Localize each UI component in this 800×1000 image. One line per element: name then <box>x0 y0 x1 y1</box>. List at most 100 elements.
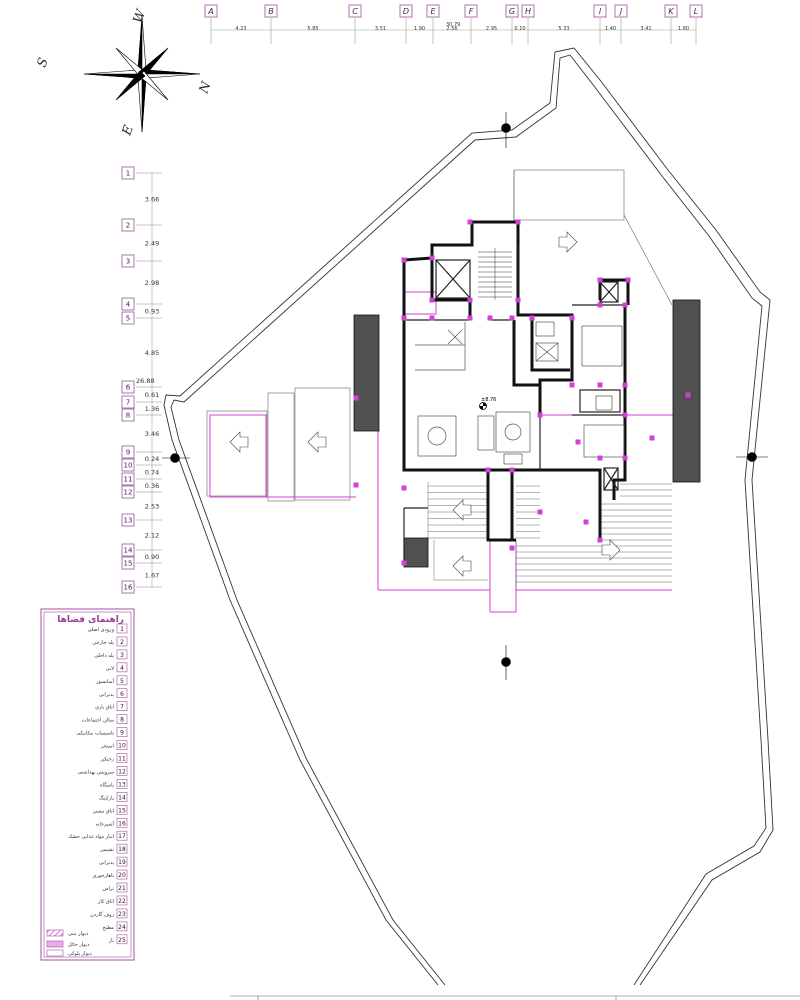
living-area-details <box>415 321 625 465</box>
legend-item-label: لابی <box>106 666 115 672</box>
row-dimension: 2.49 <box>145 240 159 248</box>
row-grid-label-11: 11 <box>124 476 133 484</box>
legend-item-label: نشیمن <box>100 847 114 853</box>
row-grid-bubble <box>121 297 135 311</box>
column-marker <box>485 467 491 473</box>
column-marker <box>429 297 435 303</box>
column-grid-label-L: L <box>694 7 698 16</box>
row-dimension: 0.93 <box>145 308 159 316</box>
column-marker <box>575 439 581 445</box>
column-marker <box>622 302 628 308</box>
row-grid-label-7: 7 <box>126 399 130 407</box>
row-dimension: 0.61 <box>145 391 159 399</box>
legend-number: 1 <box>120 626 124 633</box>
column-marker <box>467 219 473 225</box>
section-markers <box>162 112 768 680</box>
legend-item-label: ناهارخوری <box>93 873 115 879</box>
legend-number: 12 <box>118 768 126 775</box>
interior-walls <box>403 245 625 566</box>
column-marker <box>529 315 535 321</box>
row-grid-label-14: 14 <box>124 547 133 555</box>
compass-label-w: W <box>131 6 150 25</box>
row-grid-label-10: 10 <box>124 462 133 470</box>
column-marker <box>537 509 543 515</box>
column-marker <box>467 315 473 321</box>
row-dimension: 1.67 <box>145 572 159 580</box>
legend-item-label: استخر <box>100 744 114 750</box>
compass-label-s: S <box>35 56 52 70</box>
row-grid-bubble <box>121 254 135 268</box>
row-grid-bubble <box>121 311 135 325</box>
legend-item-label: پذیرایی <box>99 860 115 866</box>
legend-hatch-swatch <box>46 940 64 948</box>
interior-stair <box>478 248 512 300</box>
arrow-icon <box>229 431 249 453</box>
legend-item-label: تراس <box>102 886 114 892</box>
column-dimension: 5.33 <box>558 26 569 32</box>
column-markers <box>353 219 691 566</box>
legend-number-box <box>116 779 128 789</box>
legend-number-box <box>116 830 128 841</box>
row-grid-bubble <box>121 408 135 422</box>
row-grid-label-12: 12 <box>124 489 133 497</box>
arrow-icon <box>601 539 621 561</box>
row-dimension: 2.53 <box>145 503 159 511</box>
column-marker <box>509 467 515 473</box>
legend-number-box <box>116 895 128 906</box>
column-grid-bubble <box>264 4 278 18</box>
row-dimension: 1.36 <box>145 405 159 413</box>
legend-item-label: اتاق مستر <box>92 808 114 814</box>
legend-item-label: انبار مواد غذایی خشک <box>68 834 114 840</box>
column-marker <box>429 255 435 261</box>
column-dimension: 1.40 <box>605 26 616 32</box>
legend-number-box <box>116 817 128 828</box>
building-walls <box>402 220 630 542</box>
legend-title: راهنمای فضاها <box>57 615 124 625</box>
legend-number: 8 <box>120 717 124 724</box>
legend-number-box <box>116 934 128 945</box>
legend-number: 23 <box>118 911 126 918</box>
column-grid-label-J: J <box>618 7 623 16</box>
column-grid-label-G: G <box>509 7 515 16</box>
column-grid-label-F: F <box>469 7 474 16</box>
legend-item-label: سالن اجتماعات <box>82 718 114 724</box>
row-dimension: 4.85 <box>145 349 159 357</box>
legend-item-label: آسانسور <box>95 678 115 685</box>
legend-number-box <box>116 766 128 776</box>
column-marker <box>509 545 515 551</box>
row-grid-bubble <box>121 556 135 570</box>
column-marker <box>583 519 589 525</box>
column-marker <box>569 315 575 321</box>
column-grid-label-D: D <box>403 7 409 16</box>
column-marker <box>622 412 628 418</box>
row-dimension: 2.98 <box>145 279 159 287</box>
legend-number-box <box>116 856 128 867</box>
compass-label-n: N <box>196 79 215 96</box>
legend-number-box <box>116 649 128 660</box>
column-grid-label-C: C <box>352 7 358 16</box>
compass-label-e: E <box>119 123 137 138</box>
legend-number-box <box>116 921 128 932</box>
legend-number-box <box>116 869 128 880</box>
legend-number: 15 <box>118 807 126 814</box>
legend-item-label: اتاق بازی <box>95 705 114 711</box>
column-grid-label-E: E <box>430 7 436 16</box>
legend-item-label: اتاق کار <box>97 899 114 905</box>
column-grid-bubble <box>399 4 413 18</box>
legend-number-box <box>116 753 128 763</box>
legend-number-box <box>116 662 128 673</box>
column-grid-label-H: H <box>525 7 531 16</box>
legend-number-box <box>116 882 128 893</box>
outer-outlines <box>206 169 800 1000</box>
legend-number-box <box>116 714 128 724</box>
legend-number: 13 <box>118 781 126 788</box>
legend-number: 25 <box>118 937 126 944</box>
legend-number-box <box>116 792 128 802</box>
column-marker <box>649 435 655 441</box>
row-grid-bubble <box>121 485 135 499</box>
column-marker <box>685 392 691 398</box>
arrow-icon <box>452 499 472 521</box>
row-grid-label-6: 6 <box>126 384 131 392</box>
